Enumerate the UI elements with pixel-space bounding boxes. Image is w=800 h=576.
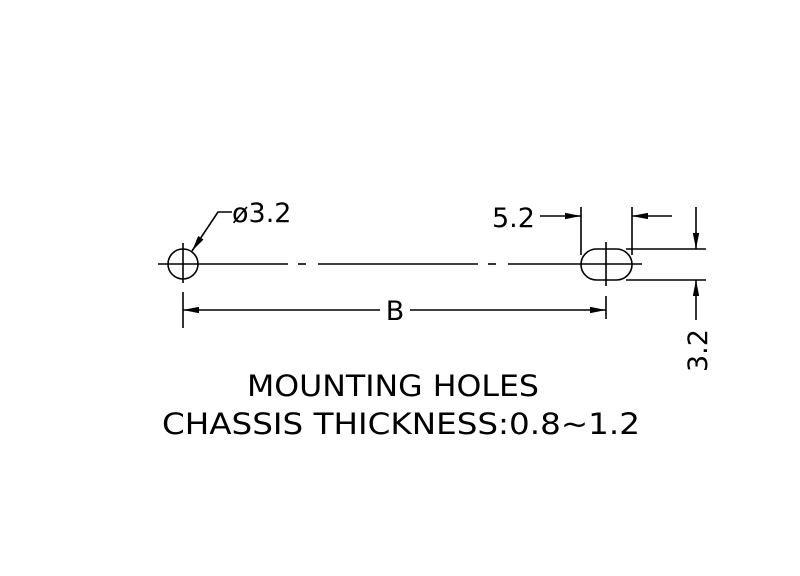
spacing-label: B	[386, 296, 405, 327]
title-line-2: CHASSIS THICKNESS:0.8~1.2	[162, 407, 640, 441]
slot-hole	[580, 242, 633, 286]
slot-width-dimension	[540, 207, 672, 255]
diameter-leader	[191, 211, 232, 252]
slot-width-label: 5.2	[492, 203, 535, 234]
hole-diameter-label: ø3.2	[232, 198, 291, 229]
slot-height-dimension	[626, 207, 706, 320]
title-line-1: MOUNTING HOLES	[247, 369, 539, 403]
spacing-dimension	[182, 292, 607, 328]
round-hole	[167, 243, 199, 283]
slot-height-label: 3.2	[683, 329, 714, 372]
